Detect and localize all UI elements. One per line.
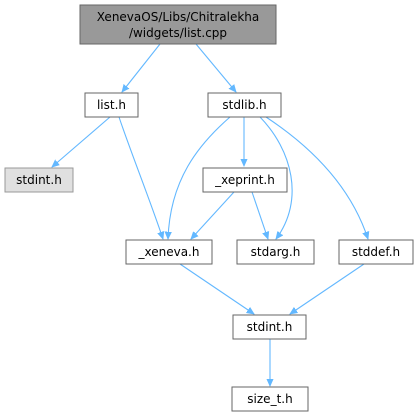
- node-list-cpp[interactable]: XenevaOS/Libs/Chitralekha /widgets/list.…: [79, 4, 277, 45]
- edge-stdlib-h-to-stddef-h: [265, 116, 368, 239]
- node-xeneva-h-label: _xeneva.h: [138, 245, 200, 259]
- edge-list-h-to-stdint-h-external: [52, 116, 111, 167]
- node-size-t-h[interactable]: size_t.h: [231, 386, 309, 412]
- edge-xeprint-h-to-xeneva-h: [191, 191, 235, 239]
- edge-root-to-stdlib-h: [195, 43, 236, 92]
- node-stdint-h[interactable]: stdint.h: [232, 314, 307, 340]
- node-stdint-h-label: stdint.h: [247, 320, 293, 334]
- edge-stdlib-h-to-stdarg-h: [259, 116, 293, 239]
- node-list-cpp-label-line1: XenevaOS/Libs/Chitralekha: [97, 10, 259, 24]
- node-stddef-h-label: stddef.h: [352, 245, 400, 259]
- node-stdint-h-external-label: stdint.h: [16, 173, 62, 187]
- node-stdint-h-external[interactable]: stdint.h: [4, 167, 74, 193]
- node-list-h[interactable]: list.h: [84, 92, 139, 118]
- node-size-t-h-label: size_t.h: [247, 392, 292, 406]
- node-stdlib-h[interactable]: stdlib.h: [207, 92, 282, 118]
- node-stddef-h[interactable]: stddef.h: [338, 239, 414, 265]
- edge-root-to-list-h: [122, 43, 161, 92]
- node-list-h-label: list.h: [97, 98, 126, 112]
- nodes: XenevaOS/Libs/Chitralekha /widgets/list.…: [4, 4, 414, 412]
- node-stdarg-h[interactable]: stdarg.h: [236, 239, 315, 265]
- edge-stddef-h-to-stdint-h: [290, 263, 365, 314]
- node-xeneva-h[interactable]: _xeneva.h: [125, 239, 213, 265]
- edge-xeprint-h-to-stdarg-h: [251, 191, 268, 239]
- edge-stdlib-h-to-xeneva-h: [168, 116, 231, 239]
- edge-xeneva-h-to-stdint-h: [179, 263, 254, 314]
- node-stdlib-h-label: stdlib.h: [222, 98, 266, 112]
- node-list-cpp-label-line2: /widgets/list.cpp: [129, 26, 227, 40]
- edge-list-h-to-xeneva-h: [118, 116, 163, 239]
- node-xeprint-h-label: _xeprint.h: [214, 173, 275, 187]
- edges: [52, 43, 368, 386]
- node-xeprint-h[interactable]: _xeprint.h: [202, 167, 288, 193]
- node-stdarg-h-label: stdarg.h: [251, 245, 301, 259]
